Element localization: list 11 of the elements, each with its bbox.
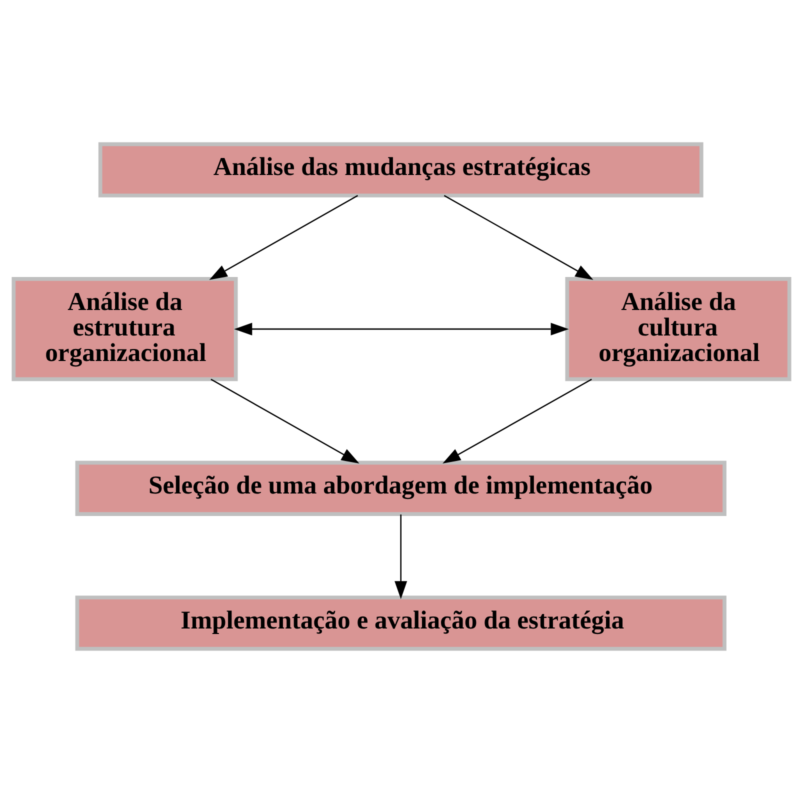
arrow <box>210 378 360 463</box>
arrow <box>444 194 594 280</box>
arrow <box>394 514 408 599</box>
arrow <box>234 322 569 335</box>
node-box: Análise da estrutura organizacional <box>12 276 238 381</box>
arrow <box>209 194 358 280</box>
node-box: Análise das mudanças estratégicas <box>98 142 704 197</box>
node-box: Análise da cultura organizacional <box>565 276 792 381</box>
node-box: Seleção de uma abordagem de implementação <box>75 460 726 516</box>
arrow <box>442 378 592 463</box>
node-box: Implementação e avaliação da estratégia <box>75 595 726 650</box>
